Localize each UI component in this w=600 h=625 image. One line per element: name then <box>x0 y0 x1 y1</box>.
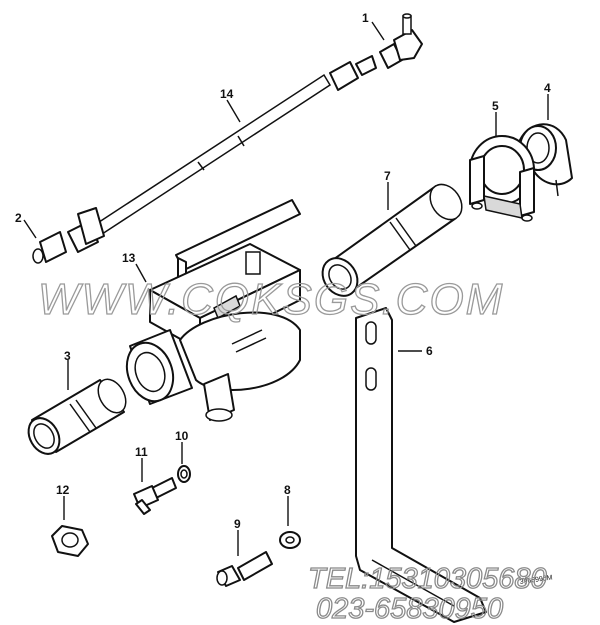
callout-11: 11 <box>135 445 148 459</box>
callout-9: 9 <box>234 517 241 531</box>
watermark-phone: TEL:15310305680 <box>308 563 547 595</box>
callout-3: 3 <box>64 349 71 363</box>
part-5-clamp <box>469 135 535 222</box>
callout-14: 14 <box>220 87 234 101</box>
callout-6: 6 <box>426 344 433 358</box>
callout-7: 7 <box>384 169 391 183</box>
callout-5: 5 <box>492 99 499 113</box>
part-7-pipe-nipple <box>321 183 463 297</box>
part-1-elbow-fitting <box>379 13 423 69</box>
callout-12: 12 <box>56 483 70 497</box>
callout-1: 1 <box>362 11 369 25</box>
part-13-filter-head <box>125 199 301 422</box>
callout-labels: 1 2 3 4 5 6 7 8 9 10 11 12 13 14 <box>15 11 551 531</box>
part-10-washer <box>177 465 191 483</box>
part-14-tube <box>88 55 377 240</box>
part-12-nut <box>51 525 89 557</box>
part-11-screw <box>133 477 177 515</box>
callout-8: 8 <box>284 483 291 497</box>
watermark-site: WWW.CQKSGS.COM <box>38 275 504 324</box>
callout-10: 10 <box>175 429 189 443</box>
leader-lines <box>23 21 549 556</box>
part-9-bolt <box>216 551 273 587</box>
callout-2: 2 <box>15 211 22 225</box>
drawing-tag: 3968996M <box>519 574 553 586</box>
part-6-bracket <box>355 307 487 623</box>
part-3-pipe-nipple <box>27 378 127 455</box>
callout-4: 4 <box>544 81 551 95</box>
callout-13: 13 <box>122 251 136 265</box>
part-2-connector <box>32 207 105 264</box>
watermark-phone2: 023-65830950 <box>316 593 503 625</box>
part-8-washer <box>279 531 301 549</box>
